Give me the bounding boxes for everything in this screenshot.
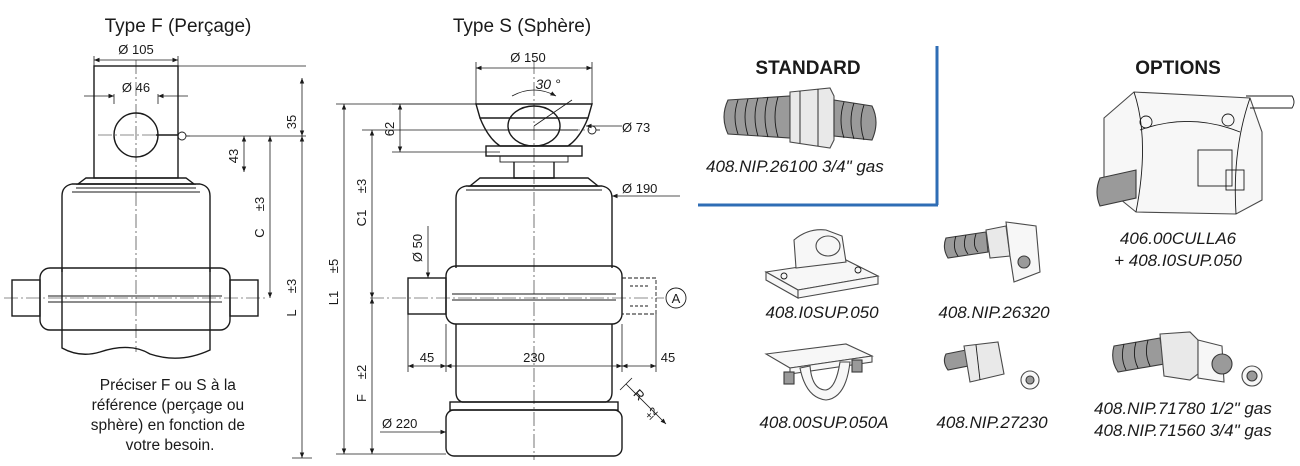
- part-culla-label: 406.00CULLA6: [1120, 229, 1237, 248]
- standard-section: STANDARD 408.NIP.26100 3/4" gas: [706, 58, 884, 176]
- dim-f-c: C: [252, 228, 267, 237]
- dim-s-r-tol: ±2: [643, 405, 660, 422]
- nipple-26100-image: [723, 87, 877, 149]
- dim-s-angle: 30 °: [535, 76, 560, 92]
- part-nip71560-label: 408.NIP.71560 3/4" gas: [1094, 421, 1272, 440]
- nipple-71780-image: [1112, 331, 1263, 387]
- dim-s-d220: Ø 220: [382, 416, 417, 431]
- dim-s-f-tol: ±2: [354, 365, 369, 379]
- part-i0sup-label: 408.I0SUP.050: [765, 303, 879, 322]
- dim-f-l-tol: ±3: [284, 279, 299, 293]
- part-nip26100-label: 408.NIP.26100 3/4" gas: [706, 157, 884, 176]
- nipple-26320-image: [943, 221, 1041, 283]
- dim-f-l: L: [284, 309, 299, 316]
- part-nip26320-label: 408.NIP.26320: [938, 303, 1050, 322]
- dim-s-45-left: 45: [420, 350, 434, 365]
- dim-f-d46: Ø 46: [122, 80, 150, 95]
- dim-s-d190: Ø 190: [622, 181, 657, 196]
- type-f-title: Type F (Perçage): [105, 16, 252, 37]
- dim-s-45-right: 45: [661, 350, 675, 365]
- part-nip71780-label: 408.NIP.71780 1/2" gas: [1094, 399, 1272, 418]
- part-culla-sup-label: + 408.I0SUP.050: [1114, 251, 1242, 270]
- standard-divider: [698, 46, 939, 207]
- dim-s-d50: Ø 50: [410, 234, 425, 262]
- dim-s-c1-tol: ±3: [354, 179, 369, 193]
- dim-f-d105: Ø 105: [118, 42, 153, 57]
- part-sup050a-label: 408.00SUP.050A: [759, 413, 888, 432]
- type-s-drawing: Type S (Sphère): [326, 16, 687, 460]
- selection-note: Préciser F ou S à la référence (perçage …: [91, 377, 250, 454]
- dim-s-62: 62: [382, 122, 397, 136]
- dim-f-35: 35: [284, 115, 299, 129]
- type-s-title: Type S (Sphère): [453, 16, 591, 37]
- dim-s-230: 230: [523, 350, 545, 365]
- dim-s-f: F: [354, 394, 369, 402]
- dim-s-l1-tol: ±5: [326, 259, 341, 273]
- mark-a: A: [672, 291, 681, 306]
- options-section: OPTIONS 406.00CULLA6 + 408.I0SUP.050: [1094, 58, 1295, 440]
- dim-f-c-tol: ±3: [252, 197, 267, 211]
- dim-s-l1: L1: [326, 291, 341, 305]
- options-heading: OPTIONS: [1135, 58, 1221, 79]
- part-nip27230-label: 408.NIP.27230: [936, 413, 1048, 432]
- nipple-27230-image: [943, 341, 1040, 390]
- dim-f-43: 43: [226, 149, 241, 163]
- dim-s-d150: Ø 150: [510, 50, 545, 65]
- dim-s-r: R: [631, 386, 648, 403]
- cradle-culla6-image: [1096, 91, 1295, 215]
- type-f-drawing: Type F (Perçage) Ø 105: [4, 16, 312, 459]
- accessories-section: 408.I0SUP.050 408.NIP.26320 408.00SUP.05…: [759, 221, 1050, 432]
- standard-heading: STANDARD: [755, 58, 860, 79]
- support-i0sup-image: [764, 229, 880, 299]
- dim-s-c1: C1: [354, 210, 369, 227]
- dim-s-d73: Ø 73: [622, 120, 650, 135]
- support-sup050a-image: [764, 343, 874, 401]
